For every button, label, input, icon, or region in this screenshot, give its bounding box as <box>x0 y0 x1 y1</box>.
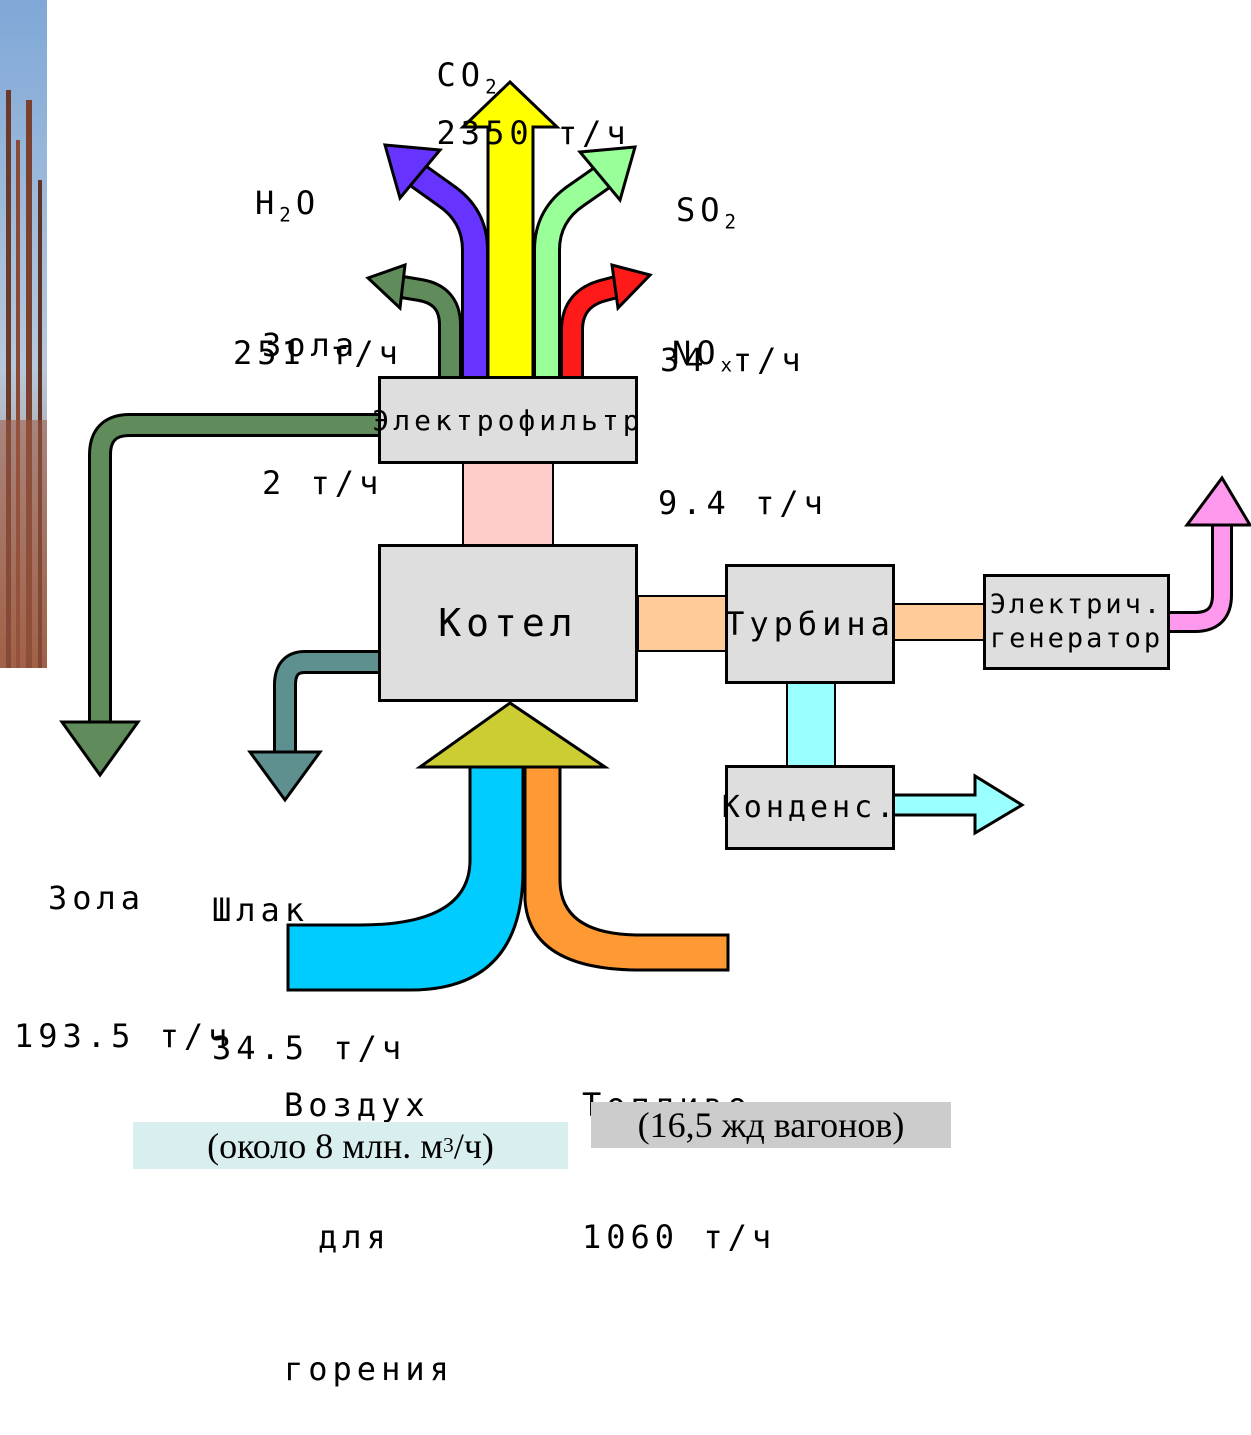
so2-value: 34 т/ч <box>660 341 806 380</box>
co2-arrow <box>459 79 561 380</box>
ash-left-title: Зола <box>48 879 146 917</box>
ash-top-value: 2 т/ч <box>262 464 384 502</box>
h2o-subscript: 2 <box>279 203 296 227</box>
ash-top-title: Зола <box>262 326 360 364</box>
so2-subscript: 2 <box>724 210 742 234</box>
fuel-value: 1060 т/ч <box>582 1218 777 1256</box>
slag-value: 34.5 т/ч <box>212 1029 407 1067</box>
electrofilter-label: Электрофильтр <box>372 403 644 437</box>
co2-subscript: 2 <box>485 75 502 99</box>
boiler-box: Котел <box>378 544 638 702</box>
h2o-tail: O <box>295 184 321 222</box>
cooling-duct <box>786 680 836 768</box>
nox-label: NOx 9.4 т/ч <box>658 238 828 572</box>
h2o-value: 251 т/ч <box>233 334 403 373</box>
nox-title: NO <box>672 334 721 372</box>
steam-duct <box>637 595 728 652</box>
co2-value: 2350 т/ч <box>436 114 631 153</box>
so2-arrow <box>533 145 638 378</box>
generator-box: Электрич. генератор <box>983 574 1170 670</box>
fuel-intake <box>523 758 730 972</box>
co2-title: CO <box>436 56 486 94</box>
power-shaft <box>892 603 986 641</box>
fuel-label: Топливо 1060 т/ч <box>582 995 776 1303</box>
nox-value: 9.4 т/ч <box>658 484 828 523</box>
ash-left-value: 193.5 т/ч <box>14 1017 233 1055</box>
turbine-box: Турбина <box>725 564 895 684</box>
slag-label: Шлак 34.5 т/ч <box>212 795 406 1117</box>
air-intake <box>286 758 525 992</box>
h2o-arrow <box>382 143 489 378</box>
air-volume-prefix: (около 8 млн. м <box>207 1125 444 1166</box>
air-line2: для <box>318 1218 391 1256</box>
turbine-label: Турбина <box>725 605 895 643</box>
nox-subscript: x <box>720 353 738 377</box>
air-line3: горения <box>284 1350 454 1388</box>
ash-left-arrow <box>59 413 380 778</box>
air-label: Воздух для горения <box>284 995 454 1435</box>
ash-left-label: Зола 193.5 т/ч <box>14 783 232 1105</box>
generator-label-line1: Электрич. <box>989 589 1164 620</box>
fuel-wagons-caption: (16,5 жд вагонов) <box>591 1102 951 1148</box>
so2-label: SO2 34 т/ч <box>660 95 806 429</box>
power-output-arrow <box>1168 475 1251 633</box>
slag-title: Шлак <box>212 891 310 929</box>
boiler-label: Котел <box>438 601 578 645</box>
nox-arrow <box>560 262 653 378</box>
condenser-output-arrow <box>891 773 1025 836</box>
ash-top-label: Зола 2 т/ч <box>262 230 383 552</box>
flue-duct <box>462 461 554 547</box>
air-volume-sup: 3 <box>443 1133 454 1157</box>
condenser-box: Конденс. <box>722 765 895 850</box>
fuel-wagons-text: (16,5 жд вагонов) <box>637 1105 905 1145</box>
flow-diagram <box>0 0 1251 992</box>
air-line1: Воздух <box>284 1086 430 1124</box>
intake-triangle <box>415 701 610 769</box>
h2o-title: H <box>255 184 280 222</box>
generator-label-line2: генератор <box>989 623 1164 654</box>
ash-top-arrow <box>365 262 462 378</box>
forest-photo <box>0 0 47 668</box>
so2-title: SO <box>676 191 725 229</box>
air-volume-suffix: /ч) <box>453 1125 494 1166</box>
condenser-label: Конденс. <box>721 790 899 825</box>
co2-label: CO2 2350 т/ч <box>388 6 631 156</box>
slag-arrow <box>247 650 380 803</box>
electrofilter-box: Электрофильтр <box>372 376 640 464</box>
h2o-label: H2O 251 т/ч <box>233 88 403 422</box>
